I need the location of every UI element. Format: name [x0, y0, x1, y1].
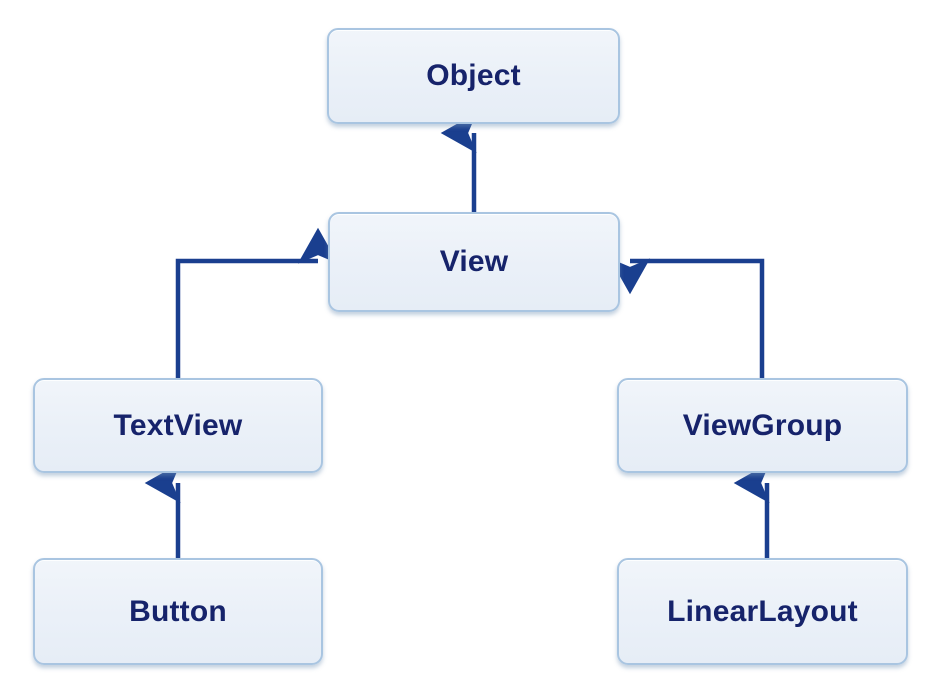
edge-viewgroup-to-view [609, 258, 765, 378]
node-linearlayout-label: LinearLayout [667, 594, 858, 628]
node-view-label: View [439, 245, 509, 278]
edge-textview-to-view [175, 227, 339, 378]
node-textview-label: TextView [113, 408, 243, 442]
node-viewgroup[interactable]: ViewGroup [617, 378, 908, 473]
node-object-label: Object [426, 59, 521, 92]
node-linearlayout[interactable]: LinearLayout [617, 558, 908, 665]
node-view[interactable]: View [328, 212, 620, 312]
node-button-label: Button [129, 594, 227, 628]
node-viewgroup-label: ViewGroup [682, 408, 843, 442]
node-button[interactable]: Button [33, 558, 323, 665]
node-textview[interactable]: TextView [33, 378, 323, 473]
node-object[interactable]: Object [327, 28, 620, 124]
